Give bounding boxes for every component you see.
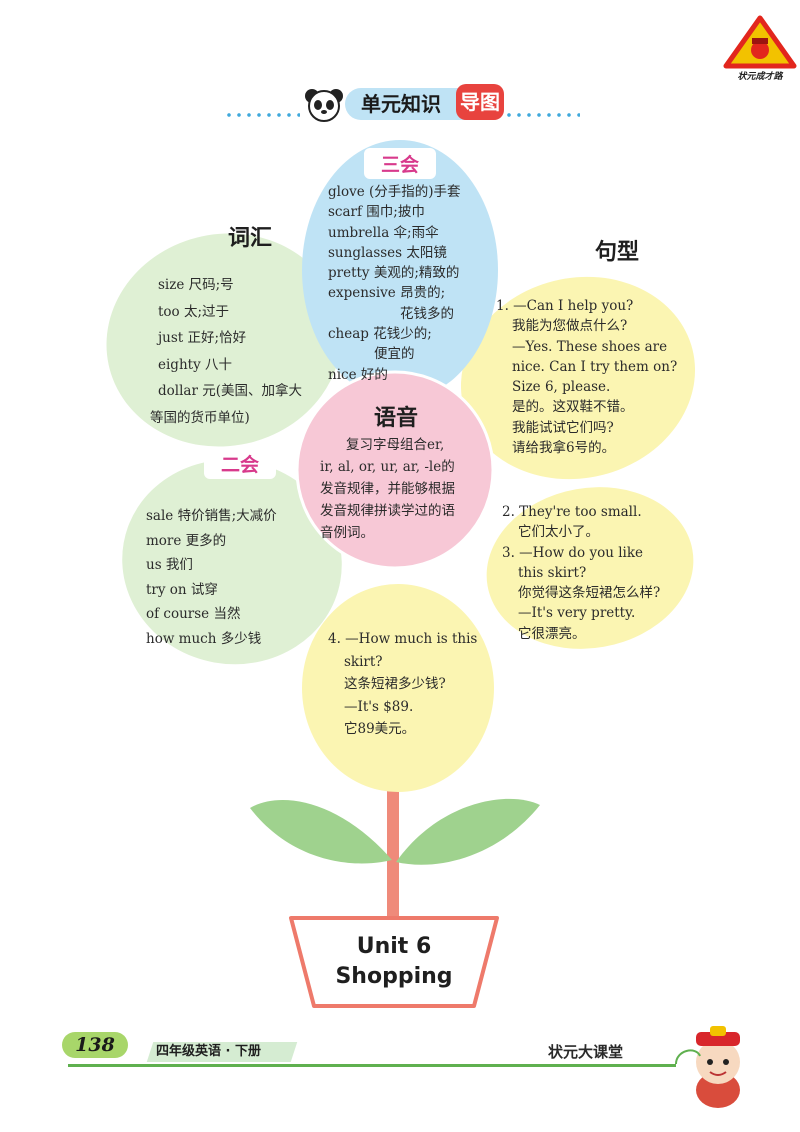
left-petal bbox=[106, 233, 342, 447]
bottom-left-petal bbox=[122, 459, 342, 665]
sentence-group-1: 1. —Can I help you? 我能为您做点什么? —Yes. Thes… bbox=[496, 296, 686, 458]
top-petal bbox=[302, 140, 498, 400]
footer-swirl-icon bbox=[675, 1049, 701, 1065]
right-petal bbox=[460, 276, 696, 480]
text-line: ir, al, or, ur, ar, -le的 bbox=[320, 459, 455, 475]
list-item: too 太;过于 bbox=[158, 303, 230, 320]
brand-label: 状元大课堂 bbox=[548, 1043, 624, 1061]
bottom-right-petal bbox=[486, 487, 694, 649]
bottom-petal bbox=[302, 584, 494, 792]
list-item: of course 当然 bbox=[146, 606, 241, 622]
page-number: 138 bbox=[62, 1032, 128, 1058]
sentence-line: 它89美元。 bbox=[344, 721, 416, 737]
sentence-line: 我能为您做点什么? bbox=[512, 318, 628, 335]
center-circle bbox=[295, 370, 495, 570]
mascot-icon bbox=[696, 1026, 740, 1108]
sentence-line: 它们太小了。 bbox=[518, 524, 599, 541]
list-item: size 尺码;号 bbox=[158, 277, 234, 293]
sentence-line: —It's very pretty. bbox=[518, 605, 636, 622]
sentence-line: 这条短裙多少钱? bbox=[344, 676, 446, 692]
left-leaf bbox=[250, 799, 392, 864]
list-item: cheap 花钱少的; bbox=[328, 326, 432, 343]
list-item: more 更多的 bbox=[146, 532, 227, 549]
brand-logo-icon bbox=[723, 15, 797, 69]
list-item: sale 特价销售;大减价 bbox=[146, 508, 277, 524]
vocabulary-title: 词汇 bbox=[228, 226, 273, 251]
flower-pot bbox=[289, 916, 499, 1008]
two-title: 二会 bbox=[204, 448, 276, 479]
panda-icon bbox=[305, 89, 343, 122]
three-word-list: glove (分手指的)手套 scarf 围巾;披巾 umbrella 伞;雨伞… bbox=[328, 182, 488, 385]
list-item: pretty 美观的;精致的 bbox=[328, 265, 460, 282]
unit-label: Unit 6 Shopping bbox=[314, 932, 474, 992]
phonetics-text: 复习字母组合er, ir, al, or, ur, ar, -le的 发音规律，… bbox=[320, 434, 496, 544]
page-title-badge: 导图 bbox=[456, 84, 504, 120]
brand-logo-text: 状元成才路 bbox=[737, 72, 783, 82]
list-item: 便宜的 bbox=[374, 346, 415, 363]
list-item: scarf 围巾;披巾 bbox=[328, 204, 425, 221]
sentence-line: 1. —Can I help you? bbox=[496, 298, 634, 314]
list-item: us 我们 bbox=[146, 557, 193, 573]
text-line: 复习字母组合er, bbox=[346, 437, 445, 453]
list-item: umbrella 伞;雨伞 bbox=[328, 224, 439, 241]
sentence-group-2: 2. They're too small. 它们太小了。 3. —How do … bbox=[502, 502, 698, 644]
flower-stem bbox=[387, 770, 399, 920]
sentence-line: nice. Can I try them on? bbox=[512, 358, 678, 375]
header-dots-right bbox=[504, 112, 580, 118]
sentence-line: 2. They're too small. bbox=[502, 504, 642, 520]
list-item: nice 好的 bbox=[328, 366, 388, 383]
sentence-title: 句型 bbox=[595, 240, 640, 265]
list-item: 花钱多的 bbox=[400, 305, 454, 322]
sentence-line: skirt? bbox=[344, 653, 383, 670]
grade-label: 四年级英语 · 下册 bbox=[156, 1044, 261, 1059]
list-item: expensive 昂贵的; bbox=[328, 285, 446, 302]
list-item: how much 多少钱 bbox=[146, 630, 262, 647]
sentence-line: 我能试试它们吗? bbox=[512, 419, 614, 436]
footer-divider bbox=[68, 1064, 676, 1067]
text-line: 音例词。 bbox=[320, 525, 374, 541]
list-item: just 正好;恰好 bbox=[158, 330, 247, 346]
unit-topic: Shopping bbox=[335, 964, 453, 989]
list-item: try on 试穿 bbox=[146, 581, 218, 598]
sentence-line: 4. —How much is this bbox=[328, 631, 478, 647]
list-item: dollar 元(美国、加拿大 bbox=[158, 383, 302, 399]
two-word-list: sale 特价销售;大减价 more 更多的 us 我们 try on 试穿 o… bbox=[146, 504, 316, 651]
sentence-line: 3. —How do you like bbox=[502, 544, 644, 561]
sentence-line: Size 6, please. bbox=[512, 379, 611, 396]
sentence-line: —Yes. These shoes are bbox=[512, 338, 668, 355]
sentence-line: this skirt? bbox=[518, 564, 587, 581]
list-item: eighty 八十 bbox=[158, 356, 232, 373]
text-line: 发音规律，并能够根据 bbox=[320, 481, 455, 497]
right-leaf bbox=[396, 798, 540, 865]
unit-number: Unit 6 bbox=[356, 934, 432, 959]
phonetics-title: 语音 bbox=[374, 406, 419, 431]
three-title: 三会 bbox=[364, 148, 436, 179]
vocabulary-list: size 尺码;号 too 太;过于 just 正好;恰好 eighty 八十 … bbox=[150, 272, 328, 431]
header-dots-left bbox=[224, 112, 300, 118]
page-title: 单元知识 bbox=[361, 92, 441, 116]
sentence-group-4: 4. —How much is this skirt? 这条短裙多少钱? —It… bbox=[328, 628, 478, 741]
sentence-line: —It's $89. bbox=[344, 698, 414, 715]
sentence-line: 它很漂亮。 bbox=[518, 625, 586, 642]
sentence-line: 请给我拿6号的。 bbox=[512, 440, 616, 457]
list-item: glove (分手指的)手套 bbox=[328, 184, 461, 200]
sentence-line: 是的。这双鞋不错。 bbox=[512, 399, 634, 416]
text-line: 发音规律拼读学过的语 bbox=[320, 503, 455, 519]
sentence-line: 你觉得这条短裙怎么样? bbox=[518, 585, 661, 602]
list-item: 等国的货币单位) bbox=[150, 409, 250, 426]
list-item: sunglasses 太阳镜 bbox=[328, 244, 447, 261]
